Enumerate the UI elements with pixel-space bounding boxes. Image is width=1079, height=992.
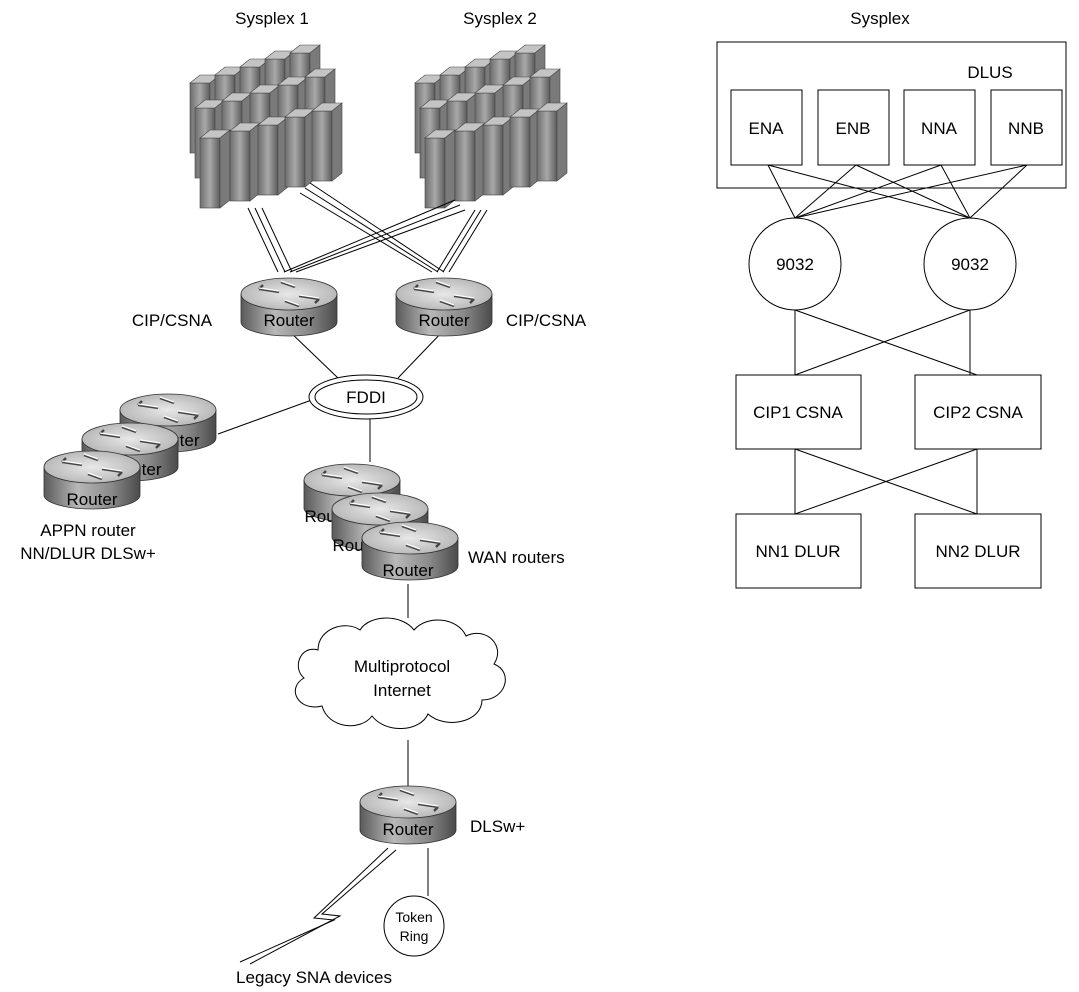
appn-router-label: APPN router <box>40 521 136 540</box>
nn1-dlur-box: NN1 DLUR <box>735 513 862 589</box>
switch-9032-right: 9032 <box>923 217 1017 311</box>
cip-csna-left-label: CIP/CSNA <box>132 311 213 330</box>
host-label: ENB <box>836 119 871 138</box>
router-icon: Router <box>239 276 339 338</box>
host-nnb: NNB <box>990 89 1063 166</box>
router-icon: Router <box>394 276 494 338</box>
cip-label: CIP1 CSNA <box>753 403 843 422</box>
dlus-label: DLUS <box>967 63 1012 82</box>
host-label: NNB <box>1008 119 1044 138</box>
fddi-ring: FDDI <box>308 374 424 420</box>
nn2-dlur-box: NN2 DLUR <box>914 513 1042 589</box>
dlsw-label: DLSw+ <box>470 817 525 836</box>
sysplex2-label: Sysplex 2 <box>463 9 537 28</box>
router-icon: Router <box>358 784 458 846</box>
token-label: Token <box>395 909 432 925</box>
cip1-box: CIP1 CSNA <box>735 374 862 450</box>
cip2-box: CIP2 CSNA <box>914 374 1042 450</box>
mainframe-cluster-icon <box>414 44 568 209</box>
internet-label: Internet <box>373 681 431 700</box>
host-nna: NNA <box>903 89 976 166</box>
legacy-sna-label: Legacy SNA devices <box>236 968 392 987</box>
router-label: Router <box>66 490 117 509</box>
router-label: Router <box>382 820 433 839</box>
channel-links <box>247 182 488 273</box>
router-label: Router <box>382 561 433 580</box>
sysplex1-label: Sysplex 1 <box>235 9 309 28</box>
switch-9032-left: 9032 <box>748 217 842 311</box>
host-enb: ENB <box>817 89 890 166</box>
host-switch-links <box>767 164 1028 219</box>
router-label: Router <box>263 311 314 330</box>
nn-dlur-label: NN/DLUR DLSw+ <box>20 544 156 563</box>
switch-cip-links <box>794 309 978 376</box>
multiprotocol-label: Multiprotocol <box>354 657 450 676</box>
router-icon: Router <box>42 449 142 511</box>
serial-link-icon <box>239 847 397 965</box>
host-label: NNA <box>921 119 958 138</box>
ring-label: Ring <box>400 928 429 944</box>
sysplex-label: Sysplex <box>850 9 910 28</box>
dlur-label: NN2 DLUR <box>935 542 1020 561</box>
cip-dlur-links <box>794 448 978 515</box>
switch-label: 9032 <box>776 255 814 274</box>
fddi-label: FDDI <box>346 388 386 407</box>
switch-label: 9032 <box>951 255 989 274</box>
wan-routers-label: WAN routers <box>468 548 565 567</box>
dlur-label: NN1 DLUR <box>755 542 840 561</box>
router-icon: Router <box>360 520 460 582</box>
lan-links <box>217 329 445 896</box>
cip-label: CIP2 CSNA <box>933 403 1023 422</box>
host-ena: ENA <box>730 89 803 166</box>
host-label: ENA <box>749 119 785 138</box>
router-label: Router <box>418 311 469 330</box>
mainframe-cluster-icon <box>189 44 343 209</box>
cloud-icon: Multiprotocol Internet <box>294 617 506 729</box>
cip-csna-right-label: CIP/CSNA <box>506 311 587 330</box>
token-ring-icon: Token Ring <box>383 895 445 957</box>
